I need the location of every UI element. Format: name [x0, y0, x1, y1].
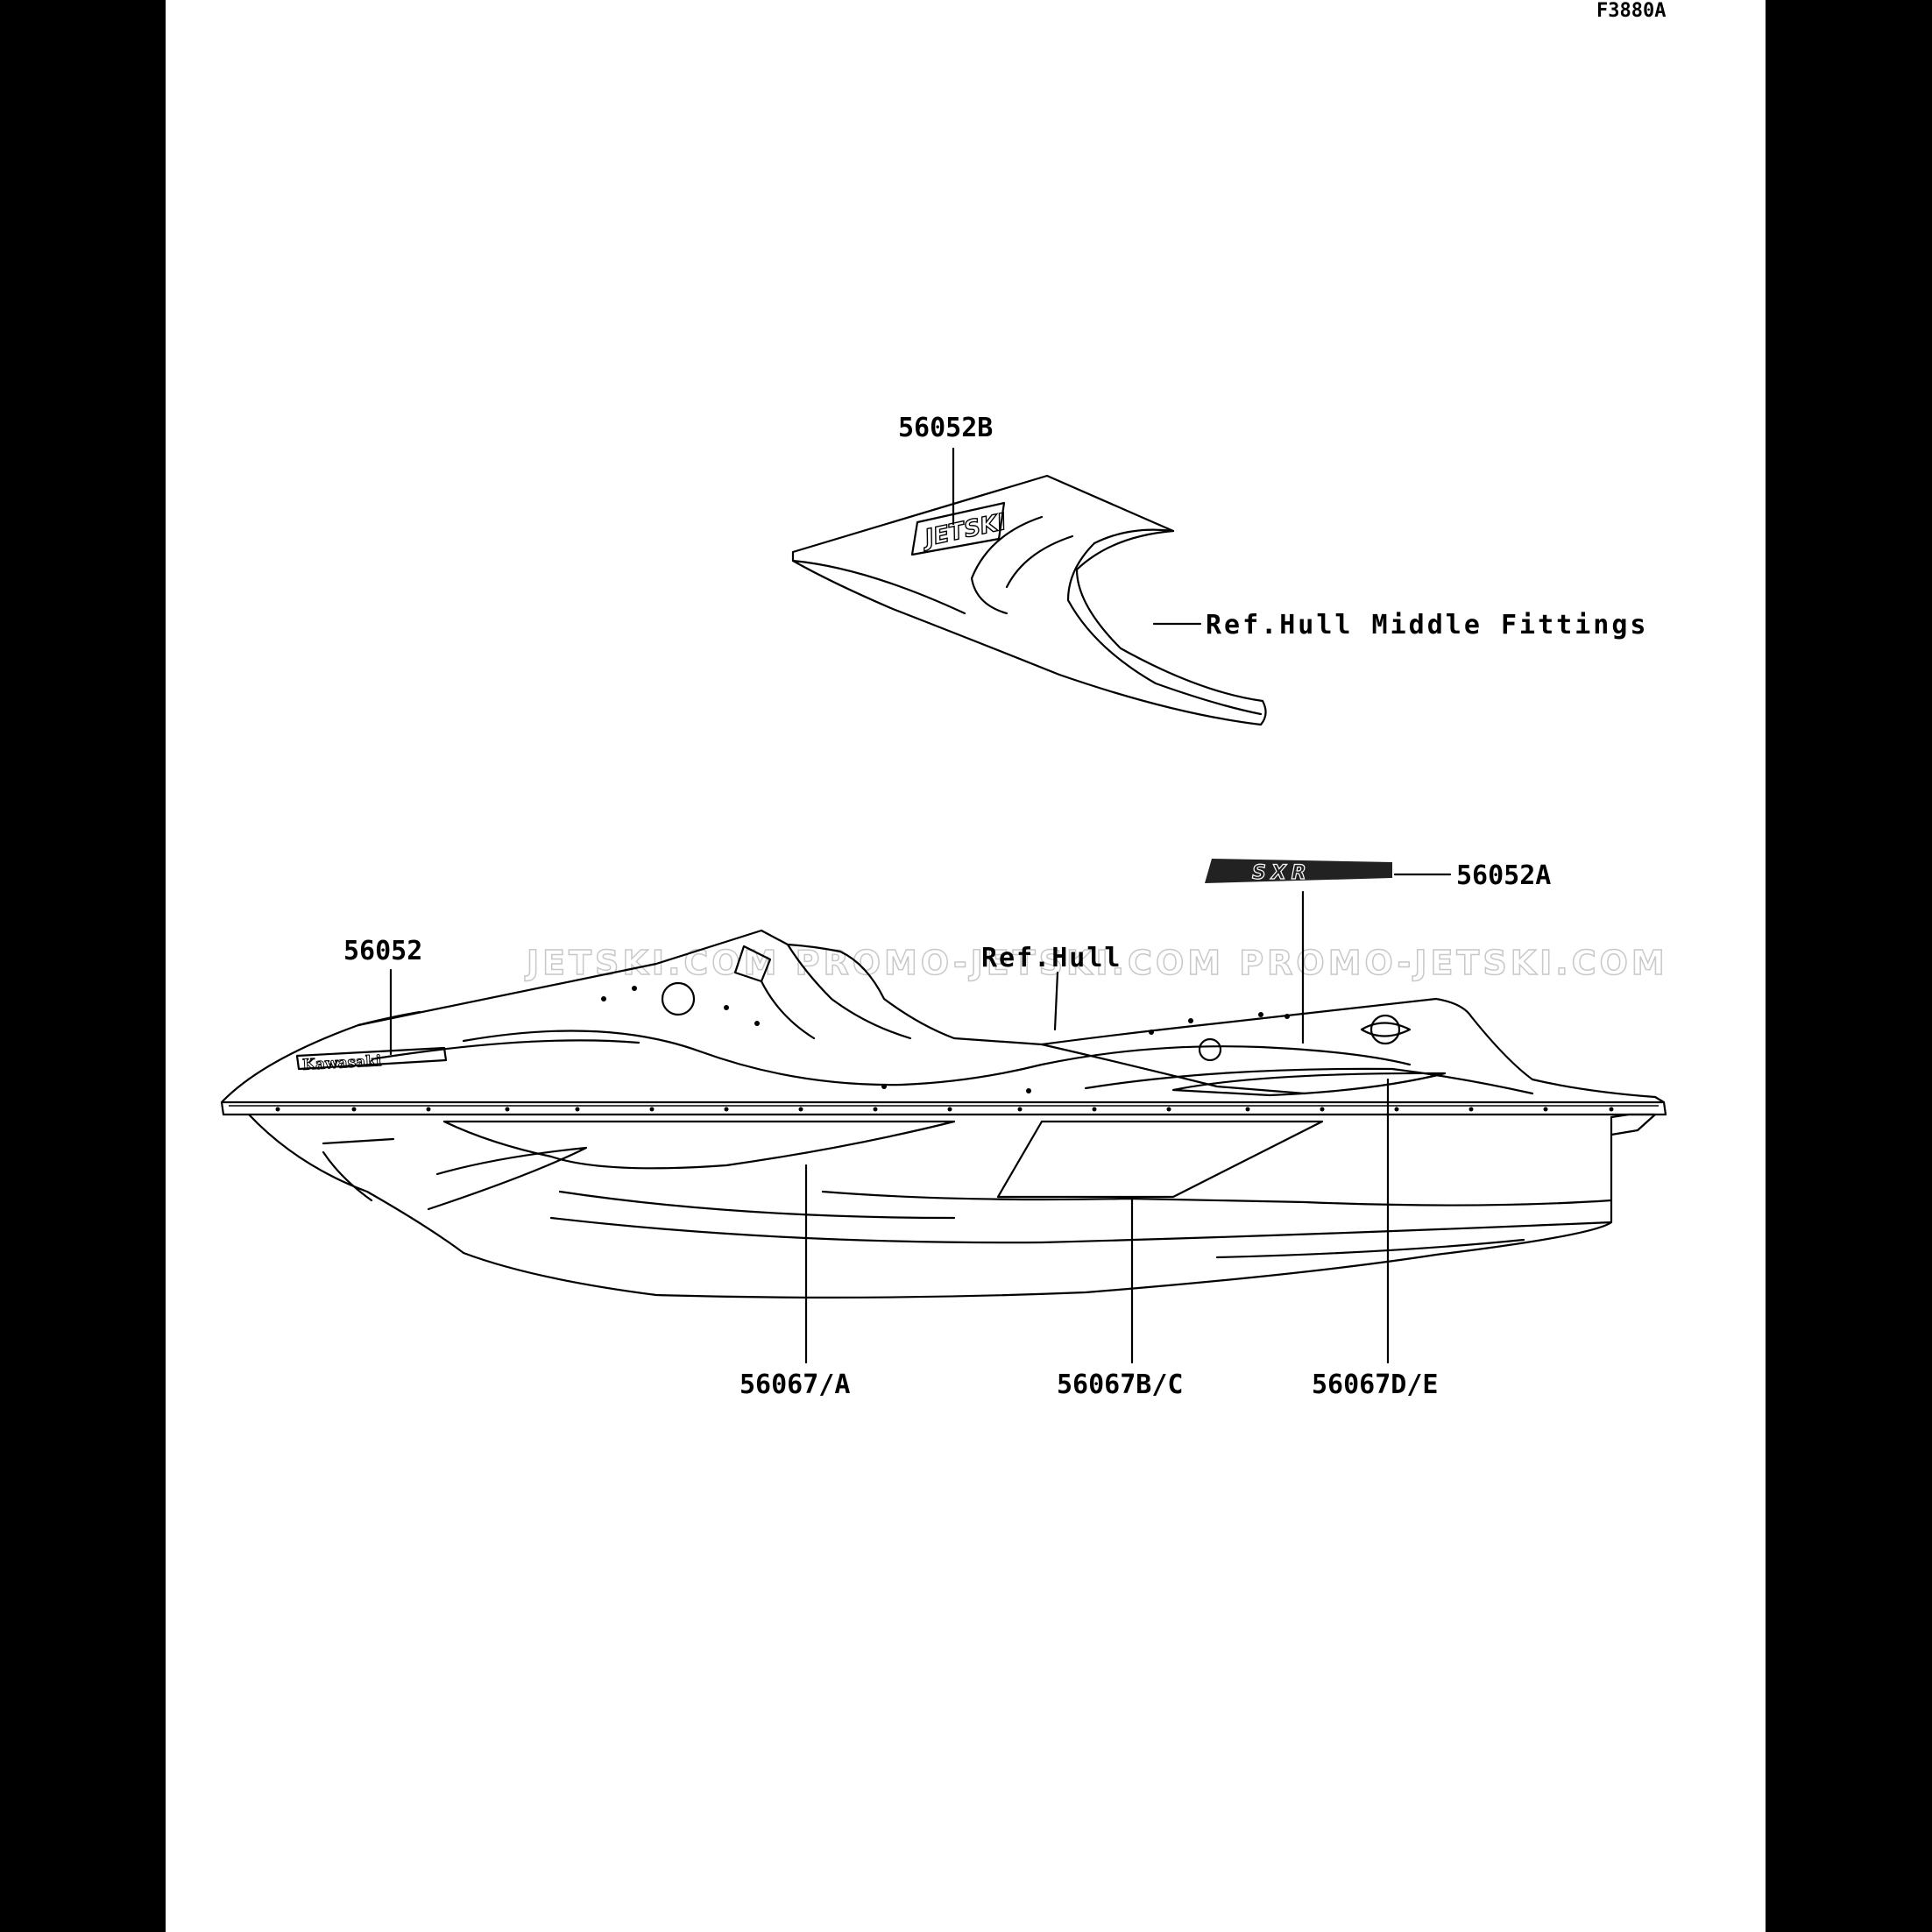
traction-mat-upper: [1171, 1072, 1447, 1097]
model-decal: SXR: [1205, 859, 1392, 885]
watermark: JETSKI.COM PROMO-JETSKI.COM PROMO-JETSKI…: [524, 944, 1668, 982]
label-56067A: 56067/A: [740, 1369, 850, 1400]
label-56052: 56052: [343, 936, 422, 966]
figure-code: F3880A: [1596, 0, 1666, 22]
rail-fasteners: [275, 1107, 1614, 1112]
label-56052A: 56052A: [1456, 860, 1551, 891]
label-56052B: 56052B: [898, 413, 993, 443]
side-stripe-decal: [442, 1120, 956, 1170]
leader-ref-hull: [1053, 971, 1059, 1031]
traction-mat-lower: [996, 1120, 1324, 1199]
label-ref-middle-fittings: Ref.Hull Middle Fittings: [1206, 610, 1648, 640]
jetski-decal: JETSKI: [910, 501, 1009, 556]
kawasaki-decal-text: Kawasaki: [302, 1052, 383, 1074]
hull-drawing: Kawasaki SXR: [220, 859, 1667, 1299]
label-56067BC: 56067B/C: [1057, 1369, 1184, 1400]
model-decal-text: SXR: [1252, 862, 1312, 884]
label-56067DE: 56067D/E: [1312, 1369, 1439, 1400]
upper-decal-panel: JETSKI: [791, 474, 1267, 726]
diagram-sheet: F3880A JETSKI 56052B Ref.Hull Middle Fit…: [166, 0, 1766, 1932]
label-ref-hull: Ref.Hull: [981, 943, 1122, 973]
parts-diagram: F3880A JETSKI 56052B Ref.Hull Middle Fit…: [220, 0, 1668, 1400]
